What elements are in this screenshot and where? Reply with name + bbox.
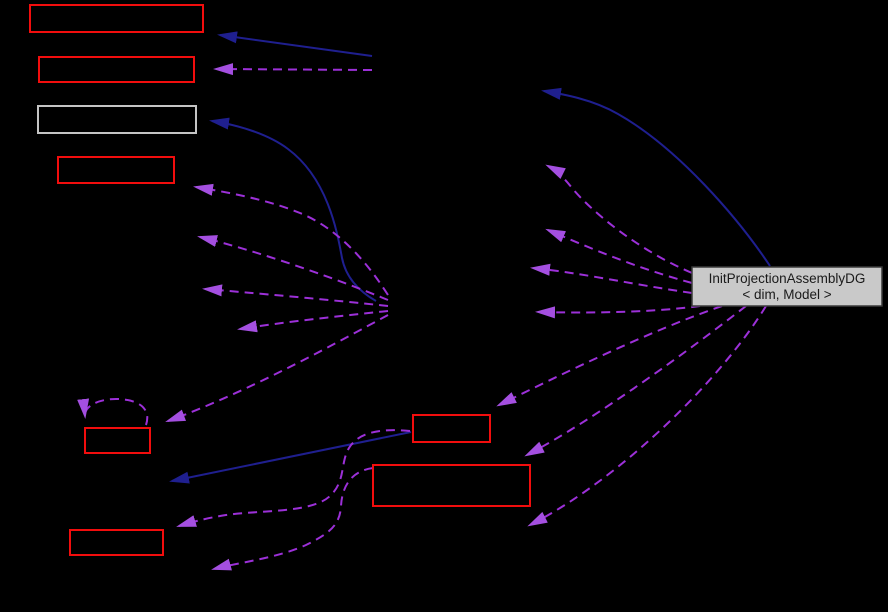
usage-edge-main-up-2 [545, 228, 693, 284]
class-node-box-6[interactable] [412, 414, 491, 443]
usage-edge-to-box5 [165, 314, 389, 423]
inheritance-edge-from-box6 [169, 431, 412, 484]
usage-edge-to-box4 [193, 183, 389, 296]
class-node-box-3[interactable] [37, 105, 197, 134]
usage-edge-left-2 [202, 284, 389, 307]
usage-edge-left-3 [237, 310, 389, 333]
main-class-node-box[interactable] [691, 266, 883, 307]
inheritance-edge-to-box3 [209, 117, 377, 302]
usage-edge-main-mid [535, 305, 701, 319]
class-node-box-8[interactable] [69, 529, 164, 556]
edges-layer [77, 31, 771, 571]
usage-self-loop-box5 [77, 397, 149, 426]
inheritance-edge-to-box1 [217, 31, 373, 57]
main-class-node[interactable]: InitProjectionAssemblyDG < dim, Model > [691, 266, 883, 307]
class-node-box-1[interactable] [29, 4, 204, 33]
usage-edge-box6-to-box8 [176, 429, 411, 527]
usage-edge-main-down [527, 305, 767, 527]
usage-edge-main-up-3 [530, 263, 693, 294]
main-class-node-label-line2: < dim, Model > [742, 287, 831, 302]
usage-edge-main-to-box6 [496, 305, 723, 407]
main-class-node-label-line1: InitProjectionAssemblyDG [709, 271, 866, 286]
class-node-box-4[interactable] [57, 156, 175, 184]
usage-edge-left-1 [197, 235, 389, 301]
class-node-box-5[interactable] [84, 427, 151, 454]
usage-edge-box7-down-left [211, 467, 374, 571]
usage-edge-main-up-1 [545, 164, 693, 274]
boxes-layer [29, 4, 531, 556]
class-node-box-7[interactable] [372, 464, 531, 507]
inheritance-edge-from-main [541, 87, 771, 267]
usage-edge-to-box2 [213, 63, 373, 76]
class-node-box-2[interactable] [38, 56, 195, 83]
usage-edge-main-to-box7 [524, 305, 747, 457]
